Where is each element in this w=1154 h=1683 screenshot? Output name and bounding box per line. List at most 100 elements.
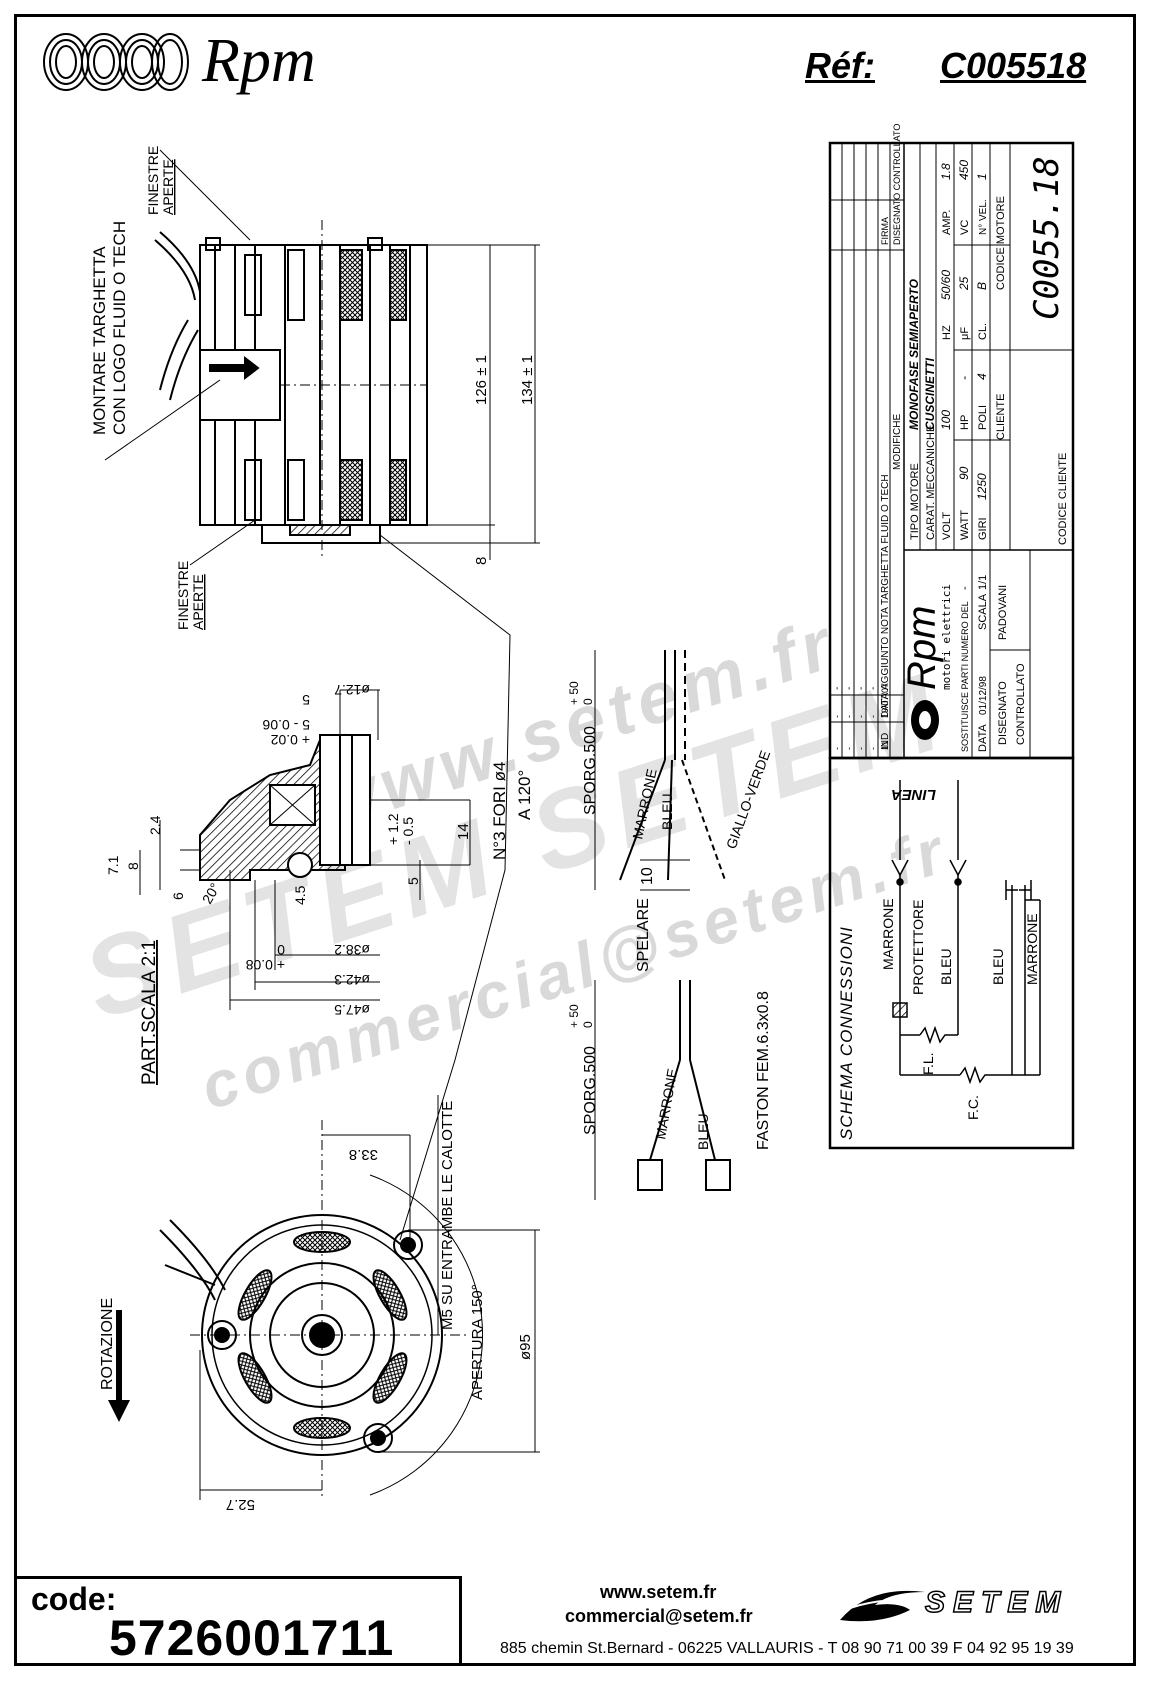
revision-cell: -: [832, 747, 842, 750]
svg-text:5: 5: [405, 877, 421, 885]
svg-text:IND: IND: [880, 733, 891, 750]
revision-cell: -: [832, 715, 842, 718]
svg-text:5 - 0.06: 5 - 0.06: [262, 717, 310, 733]
svg-text:-: -: [957, 376, 971, 380]
reference-label: Réf:: [805, 45, 875, 86]
svg-text:0: 0: [581, 698, 595, 705]
svg-text:6: 6: [170, 892, 186, 900]
revision-cell: AGGIUNTO NOTA TARGHETTA FLUID O TECH: [880, 474, 891, 690]
svg-text:25: 25: [957, 276, 971, 291]
svg-text:APERTURA 150°: APERTURA 150°: [469, 1284, 486, 1400]
svg-text:PADOVANI: PADOVANI: [997, 585, 1009, 640]
svg-text:5: 5: [302, 692, 310, 708]
svg-text:μF: μF: [959, 327, 971, 340]
svg-text:ø95: ø95: [517, 1334, 534, 1360]
revision-cell: -: [868, 747, 878, 750]
svg-text:VOLT: VOLT: [941, 512, 953, 540]
svg-text:52.7: 52.7: [226, 1496, 255, 1513]
website-link[interactable]: www.setem.fr: [600, 1582, 717, 1602]
svg-text:CODICE MOTORE: CODICE MOTORE: [995, 196, 1007, 290]
svg-text:SCHEMA CONNESSIONI: SCHEMA CONNESSIONI: [837, 926, 856, 1140]
svg-text:BLEU: BLEU: [990, 948, 1006, 985]
code-label: code:: [31, 1581, 117, 1617]
svg-text:F.L.: F.L.: [920, 1052, 936, 1075]
svg-text:MONOFASE SEMIAPERTO: MONOFASE SEMIAPERTO: [907, 278, 921, 430]
motor-front-view: [159, 1095, 540, 1500]
svg-text:8: 8: [125, 862, 141, 870]
svg-text:AMP.: AMP.: [941, 210, 953, 235]
svg-text:BLEU: BLEU: [938, 948, 954, 985]
svg-text:CUSCINETTI: CUSCINETTI: [923, 357, 937, 430]
svg-text:BLEU: BLEU: [695, 1113, 711, 1150]
code-value: 5726001711: [109, 1610, 395, 1666]
svg-text:MARRONE: MARRONE: [880, 898, 896, 970]
revision-cell: -: [856, 747, 866, 750]
svg-text:N°3 FORI ø4: N°3 FORI ø4: [490, 762, 509, 860]
svg-text:BLEU: BLEU: [659, 793, 675, 830]
svg-text:APERTE: APERTE: [190, 574, 206, 630]
svg-text:C0055.18: C0055.18: [1027, 156, 1067, 320]
svg-text:DISEGNATO CONTROLLATO: DISEGNATO CONTROLLATO: [892, 124, 902, 245]
wiring-schema-labels: SCHEMA CONNESSIONI LINEA MARRONE PROTETT…: [837, 786, 1040, 1140]
svg-text:SPORG.500: SPORG.500: [582, 726, 599, 815]
svg-text:Rpm: Rpm: [900, 606, 944, 690]
svg-text:1.8: 1.8: [939, 163, 953, 180]
svg-text:MODIFICHE: MODIFICHE: [892, 414, 903, 470]
svg-text:LINEA: LINEA: [891, 786, 936, 803]
svg-text:DISEGNATO: DISEGNATO: [997, 681, 1009, 745]
svg-text:FINESTRE: FINESTRE: [175, 561, 191, 630]
svg-text:+ 1.2: + 1.2: [385, 813, 401, 845]
svg-text:+ 50: + 50: [567, 1004, 581, 1028]
revision-cell: -: [832, 687, 843, 690]
rpm-logo: Rpm: [42, 28, 362, 98]
svg-text:CODICE CLIENTE: CODICE CLIENTE: [1057, 453, 1069, 545]
revision-cell: 19/07/07: [880, 683, 890, 718]
revision-cell: -: [844, 715, 854, 718]
revision-cell: -: [844, 747, 854, 750]
svg-text:+ 0.02: + 0.02: [270, 732, 310, 748]
svg-text:HZ: HZ: [941, 325, 953, 340]
svg-text:N° VEL.: N° VEL.: [978, 199, 989, 235]
svg-text:14: 14: [455, 823, 472, 840]
revision-cell: -: [856, 687, 867, 690]
svg-text:A 120°: A 120°: [515, 770, 534, 820]
svg-text:ø12.7: ø12.7: [334, 682, 370, 698]
svg-text:ø47.5: ø47.5: [334, 1002, 370, 1018]
svg-text:SOSTITUISCE PARTI NUMERO DEL: SOSTITUISCE PARTI NUMERO DEL: [960, 601, 970, 752]
revision-cell: 11: [880, 741, 890, 750]
detail-labels: PART.SCALA 2:1 ø12.7 5 - 0.06 + 0.02 5 2…: [105, 682, 534, 1085]
svg-text:POLI: POLI: [977, 405, 989, 430]
cable-views: [594, 650, 731, 1200]
svg-text:FIRMA: FIRMA: [880, 217, 890, 245]
coil-logo-icon: [43, 33, 189, 91]
svg-text:2.4: 2.4: [147, 815, 163, 835]
svg-text:HP: HP: [959, 415, 971, 430]
title-block: [828, 141, 1075, 760]
email-link[interactable]: commercial@setem.fr: [565, 1606, 753, 1626]
setem-swoosh-icon: [840, 1590, 925, 1622]
svg-text:PART.SCALA 2:1: PART.SCALA 2:1: [139, 940, 160, 1085]
svg-text:B: B: [975, 282, 989, 290]
front-view-labels: ROTAZIONE 33.8 M5 SU ENTRAMBE LE CALOTTE…: [99, 1101, 534, 1513]
svg-text:M5 SU ENTRAMBE LE CALOTTE: M5 SU ENTRAMBE LE CALOTTE: [439, 1101, 456, 1330]
svg-text:TIPO MOTORE: TIPO MOTORE: [909, 463, 921, 540]
revision-cell: -: [856, 715, 866, 718]
company-address: 885 chemin St.Bernard - 06225 VALLAURIS …: [500, 1640, 1074, 1657]
svg-text:CONTROLLATO: CONTROLLATO: [1015, 663, 1027, 745]
motor-side-view: [104, 149, 540, 566]
svg-text:8: 8: [473, 557, 490, 565]
svg-text:MARRONE: MARRONE: [652, 1067, 680, 1140]
svg-text:1250: 1250: [975, 473, 989, 500]
svg-text:0: 0: [277, 942, 285, 958]
drawing-frame: [14, 14, 1136, 1666]
svg-text:SCALA: SCALA: [977, 593, 989, 630]
brand-name: Rpm: [202, 27, 316, 95]
svg-text:CLIENTE: CLIENTE: [995, 394, 1007, 440]
svg-text:50/60: 50/60: [939, 270, 953, 300]
svg-text:126 ± 1: 126 ± 1: [473, 355, 490, 405]
reference-value: C005518: [940, 45, 1087, 86]
svg-text:CON LOGO FLUID O TECH: CON LOGO FLUID O TECH: [110, 221, 129, 435]
leader-lines: [379, 534, 511, 1241]
